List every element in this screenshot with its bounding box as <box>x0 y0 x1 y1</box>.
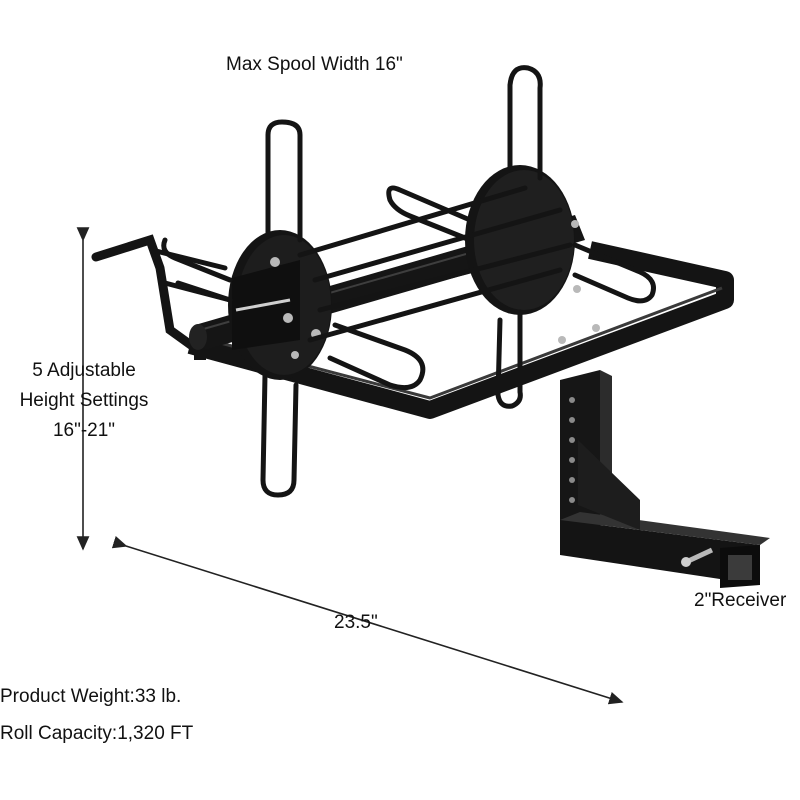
height-line-1: 5 Adjustable <box>32 360 136 381</box>
max-spool-width-label: Max Spool Width 16" <box>226 54 403 75</box>
roll-capacity-label: Roll Capacity:1,320 FT <box>0 723 194 744</box>
hitch-receiver <box>560 370 770 588</box>
height-settings-label: 5 Adjustable Height Settings 16"-21" <box>4 356 164 446</box>
height-line-2: Height Settings <box>19 390 149 411</box>
width-dimension-label: 23.5" <box>334 612 378 633</box>
width-dimension-arrow <box>111 536 624 705</box>
receiver-size-label: 2"Receiver <box>694 590 787 611</box>
product-weight-label: Product Weight:33 lb. <box>0 686 182 707</box>
wire-arms <box>161 65 656 498</box>
height-line-3: 16"-21" <box>52 420 116 441</box>
